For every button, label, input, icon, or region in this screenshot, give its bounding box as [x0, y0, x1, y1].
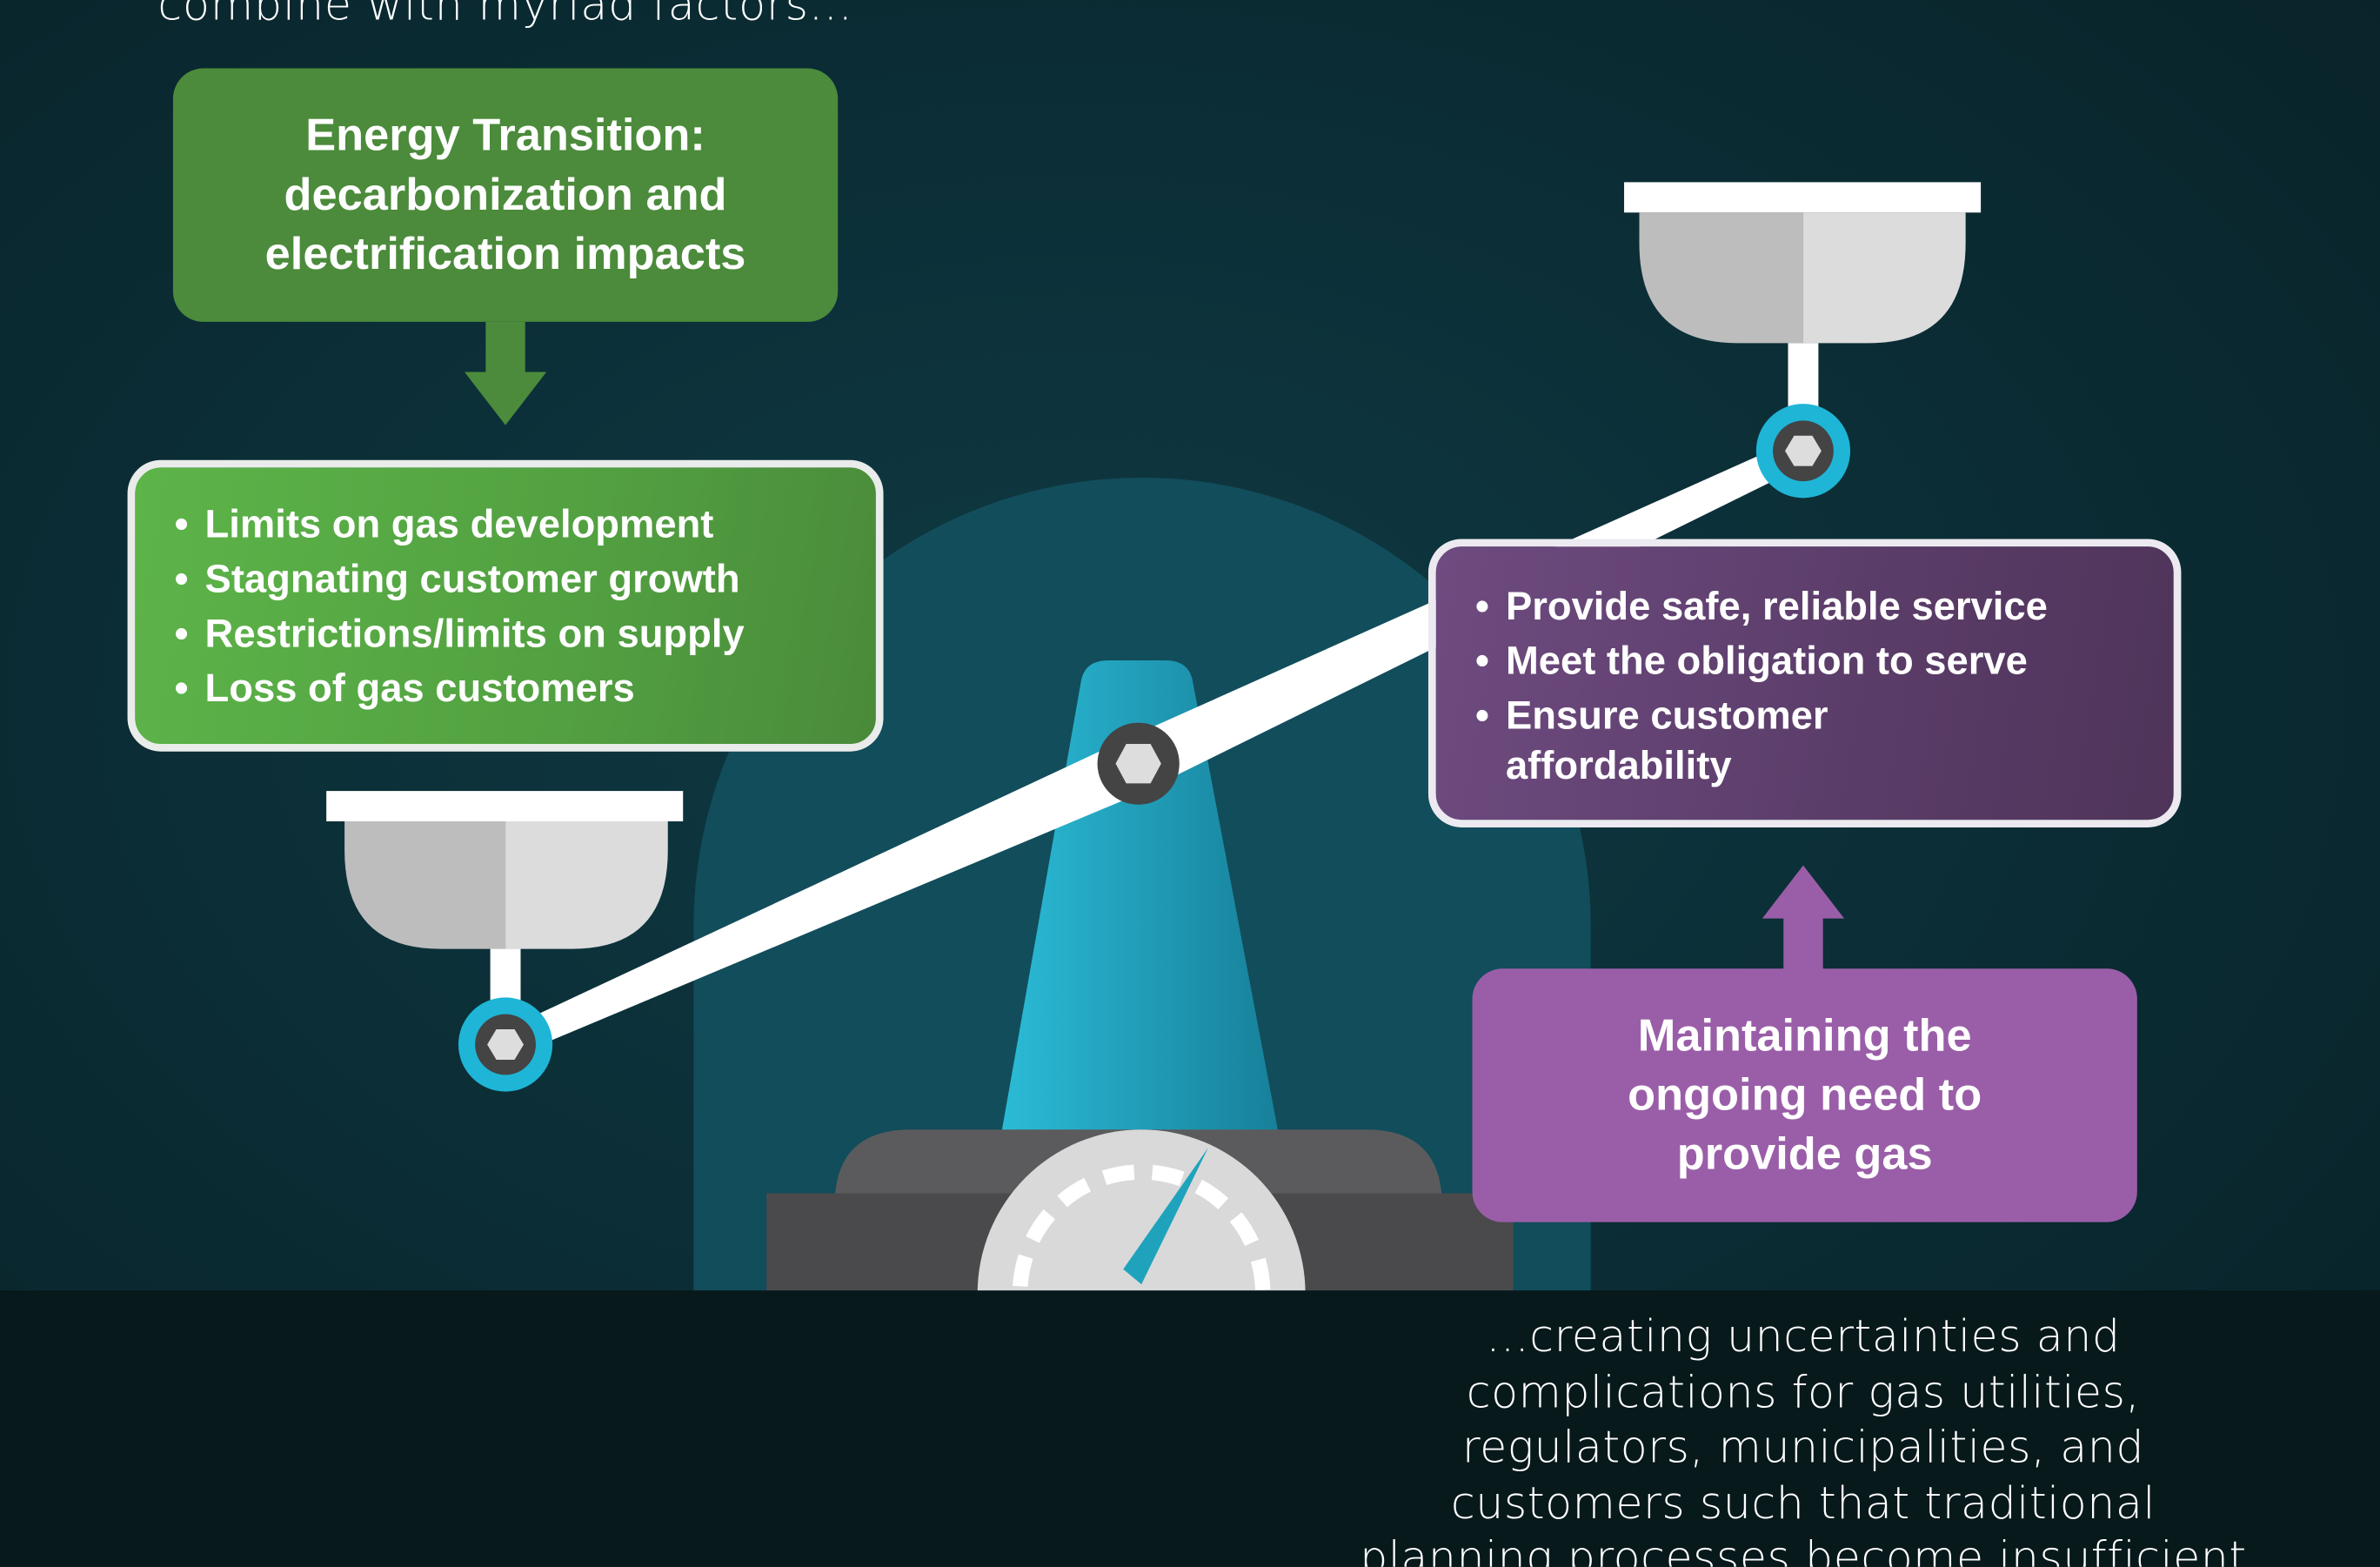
left-pivot-icon: [458, 997, 553, 1092]
energy-transition-title: Energy Transition: decarbonization and e…: [172, 68, 839, 322]
list-item: •Restrictions/limits on supply: [174, 610, 745, 656]
green-arrow-down: [464, 321, 547, 425]
list-item: •Stagnating customer growth: [174, 555, 740, 601]
title-line: ongoing need to: [1628, 1070, 1982, 1121]
gas-need-title: Maintaining the ongoing need to provide …: [1472, 968, 2137, 1222]
left-pan: [326, 791, 684, 1010]
list-item: •Ensure customer affordability: [1475, 692, 1828, 788]
title-line: Maintaining the: [1637, 1011, 1972, 1061]
purple-arrow-up: [1762, 865, 1845, 972]
list-item: •Provide safe, reliable service: [1475, 583, 2048, 629]
conclusion-line: customers such that traditional: [1450, 1476, 2156, 1529]
conclusion-text: ...creating uncertainties and complicati…: [1306, 1309, 2302, 1567]
conclusion-line: regulators, municipalities, and: [1461, 1421, 2144, 1473]
conclusion-line: complications for gas utilities,: [1466, 1365, 2141, 1417]
gas-obligations-list: •Provide safe, reliable service •Meet th…: [1427, 539, 2182, 827]
list-item-continuation: affordability: [1505, 742, 1732, 788]
title-line: electrification impacts: [264, 229, 746, 280]
right-pivot-icon: [1755, 404, 1851, 499]
conclusion-line: planning processes become insufficient: [1360, 1531, 2247, 1567]
right-pan: [1624, 182, 1982, 412]
list-item: •Meet the obligation to serve: [1475, 637, 2028, 684]
intro-text: combine with myriad factors...: [157, 0, 853, 30]
title-line: provide gas: [1676, 1129, 1933, 1180]
title-line: Energy Transition:: [305, 110, 705, 161]
title-line: decarbonization and: [284, 170, 727, 221]
gauge-needle: [1123, 1148, 1208, 1285]
center-pivot-icon: [1097, 722, 1180, 805]
bottom-band: [0, 1290, 2380, 1567]
energy-impacts-list: •Limits on gas development •Stagnating c…: [127, 459, 884, 752]
list-item: •Loss of gas customers: [174, 665, 635, 711]
list-item: •Limits on gas development: [174, 500, 714, 547]
conclusion-line: ...creating uncertainties and: [1486, 1309, 2121, 1363]
